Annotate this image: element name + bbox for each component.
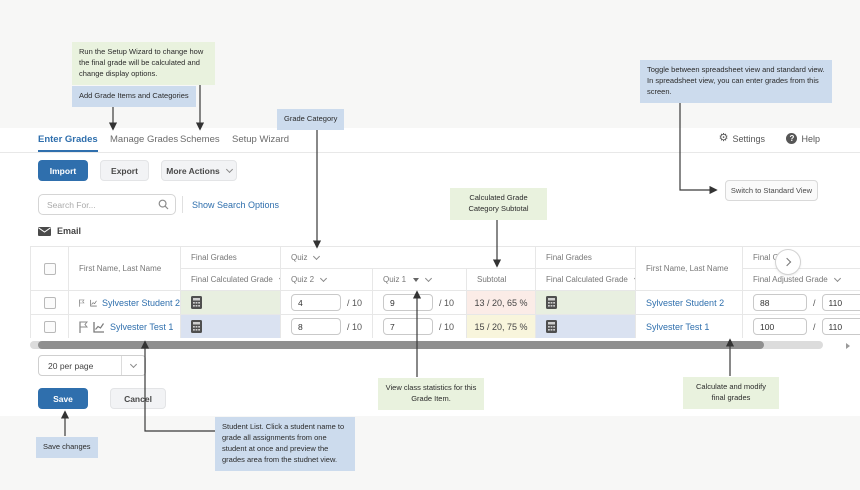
final-adjusted-denominator-input[interactable] — [821, 318, 860, 335]
tab-schemes[interactable]: Schemes — [180, 134, 220, 145]
cancel-button[interactable]: Cancel — [110, 388, 166, 409]
tab-manage-grades[interactable]: Manage Grades — [110, 134, 179, 145]
search-input[interactable] — [39, 199, 158, 210]
more-actions-label: More Actions — [166, 165, 220, 176]
grades-table: First Name, Last Name Final Grades Quiz … — [30, 246, 860, 338]
settings-button[interactable]: ⚙ Settings — [719, 133, 765, 144]
table-group-header-row: First Name, Last Name Final Grades Quiz … — [30, 246, 860, 291]
quiz1-grade-input[interactable] — [383, 294, 433, 311]
callout-save-changes: Save changes — [36, 437, 98, 458]
student-name-link[interactable]: Sylvester Test 1 — [646, 321, 710, 332]
col-final-adjusted[interactable]: Final Adjusted Grade — [742, 268, 860, 291]
group-final-grades: Final Grades — [180, 246, 281, 269]
col-quiz1[interactable]: Quiz 1 — [372, 268, 467, 291]
export-button[interactable]: Export — [100, 160, 149, 181]
calculator-icon — [546, 320, 558, 333]
chevron-right-icon — [782, 257, 792, 267]
chevron-down-icon[interactable] — [633, 274, 635, 282]
calculator-icon — [546, 296, 558, 309]
per-page-value: 20 per page — [48, 360, 94, 371]
per-page-select[interactable]: 20 per page — [38, 355, 146, 376]
help-button[interactable]: ? Help — [786, 133, 820, 144]
chevron-down-icon — [129, 360, 138, 368]
table-row: Sylvester Test 1 / 10 / 10 15 / 20, 75 %… — [30, 314, 860, 338]
select-all-checkbox[interactable] — [43, 262, 56, 275]
help-icon: ? — [786, 133, 798, 144]
callout-calculate-final: Calculate and modify final grades — [683, 377, 779, 409]
subtotal-value: 15 / 20, 75 % — [465, 314, 537, 338]
event-log-chart-icon[interactable] — [89, 297, 97, 309]
col-subtotal: Subtotal — [465, 268, 537, 291]
callout-run-setup-wizard: Run the Setup Wizard to change how the f… — [72, 42, 215, 85]
group-quiz-category[interactable]: Quiz — [279, 246, 537, 269]
divider — [182, 196, 183, 213]
grade-denominator: / 10 — [439, 321, 455, 332]
col-name-header: First Name, Last Name — [68, 246, 181, 291]
grade-denominator: / 10 — [347, 297, 363, 308]
student-name-link[interactable]: Sylvester Student 2 — [101, 297, 180, 308]
calculator-icon — [191, 320, 202, 333]
horizontal-scrollbar[interactable] — [30, 341, 823, 349]
scroll-right-arrow[interactable] — [846, 343, 850, 349]
callout-toggle-view: Toggle between spreadsheet view and stan… — [640, 60, 832, 103]
callout-student-list: Student List. Click a student name to gr… — [215, 417, 355, 471]
final-adjusted-numerator-input[interactable] — [753, 294, 808, 311]
row-checkbox[interactable] — [43, 296, 56, 309]
col-final-calculated[interactable]: Final Calculated Grade — [180, 268, 281, 291]
group-final-grades: Final Grades — [742, 246, 860, 269]
caret-down-icon — [413, 277, 420, 282]
help-label: Help — [801, 133, 820, 144]
event-log-chart-icon[interactable] — [93, 321, 105, 333]
more-actions-button[interactable]: More Actions — [161, 160, 237, 181]
email-label: Email — [57, 226, 82, 236]
final-adjusted-denominator-input[interactable] — [821, 294, 860, 311]
col-name-header: First Name, Last Name — [635, 246, 744, 291]
search-icon[interactable] — [158, 199, 176, 210]
group-final-grades: Final Grades — [535, 246, 637, 269]
student-name-link[interactable]: Sylvester Student 2 — [646, 297, 725, 308]
col-quiz2[interactable]: Quiz 2 — [280, 268, 373, 291]
quiz2-grade-input[interactable] — [291, 294, 341, 311]
quiz1-grade-input[interactable] — [383, 318, 433, 335]
student-name-link[interactable]: Sylvester Test 1 — [110, 321, 174, 332]
callout-calculated-subtotal: Calculated Grade Category Subtotal — [450, 188, 547, 220]
chevron-down-icon — [225, 165, 233, 173]
switch-standard-view-button[interactable]: Switch to Standard View — [725, 180, 818, 201]
grade-denominator: / 10 — [347, 321, 363, 332]
row-checkbox[interactable] — [43, 320, 56, 333]
email-button[interactable]: Email — [38, 226, 81, 236]
show-search-options-link[interactable]: Show Search Options — [192, 200, 280, 210]
tab-enter-grades[interactable]: Enter Grades — [38, 134, 98, 152]
import-button[interactable]: Import — [38, 160, 88, 181]
envelope-icon — [38, 226, 51, 236]
flag-icon[interactable] — [79, 297, 85, 309]
grade-denominator: / 10 — [439, 297, 455, 308]
quiz2-grade-input[interactable] — [291, 318, 341, 335]
gear-icon: ⚙ — [718, 132, 729, 144]
chevron-down-icon[interactable] — [320, 274, 328, 282]
search-field — [38, 194, 176, 215]
chevron-down-icon[interactable] — [425, 274, 433, 282]
subtotal-value: 13 / 20, 65 % — [465, 290, 537, 315]
callout-grade-category: Grade Category — [277, 109, 345, 130]
slash-separator: / — [813, 297, 816, 308]
settings-label: Settings — [732, 133, 765, 144]
tab-setup-wizard[interactable]: Setup Wizard — [232, 134, 290, 145]
chevron-down-icon[interactable] — [833, 274, 841, 282]
final-adjusted-numerator-input[interactable] — [753, 318, 808, 335]
save-button[interactable]: Save — [38, 388, 88, 409]
slash-separator: / — [813, 321, 816, 332]
callout-class-statistics: View class statistics for this Grade Ite… — [378, 378, 484, 410]
chevron-down-icon[interactable] — [313, 252, 321, 260]
scrollbar-thumb[interactable] — [38, 341, 764, 349]
col-final-calculated[interactable]: Final Calculated Grade — [535, 268, 637, 291]
scroll-next-column-button[interactable] — [775, 249, 801, 275]
table-row: Sylvester Student 2 / 10 / 10 13 / 20, 6… — [30, 290, 860, 315]
flag-icon[interactable] — [79, 321, 88, 333]
callout-add-grade-items: Add Grade Items and Categories — [72, 86, 196, 107]
calculator-icon — [191, 296, 202, 309]
tab-bar: Enter Grades Manage Grades Schemes Setup… — [0, 128, 860, 153]
